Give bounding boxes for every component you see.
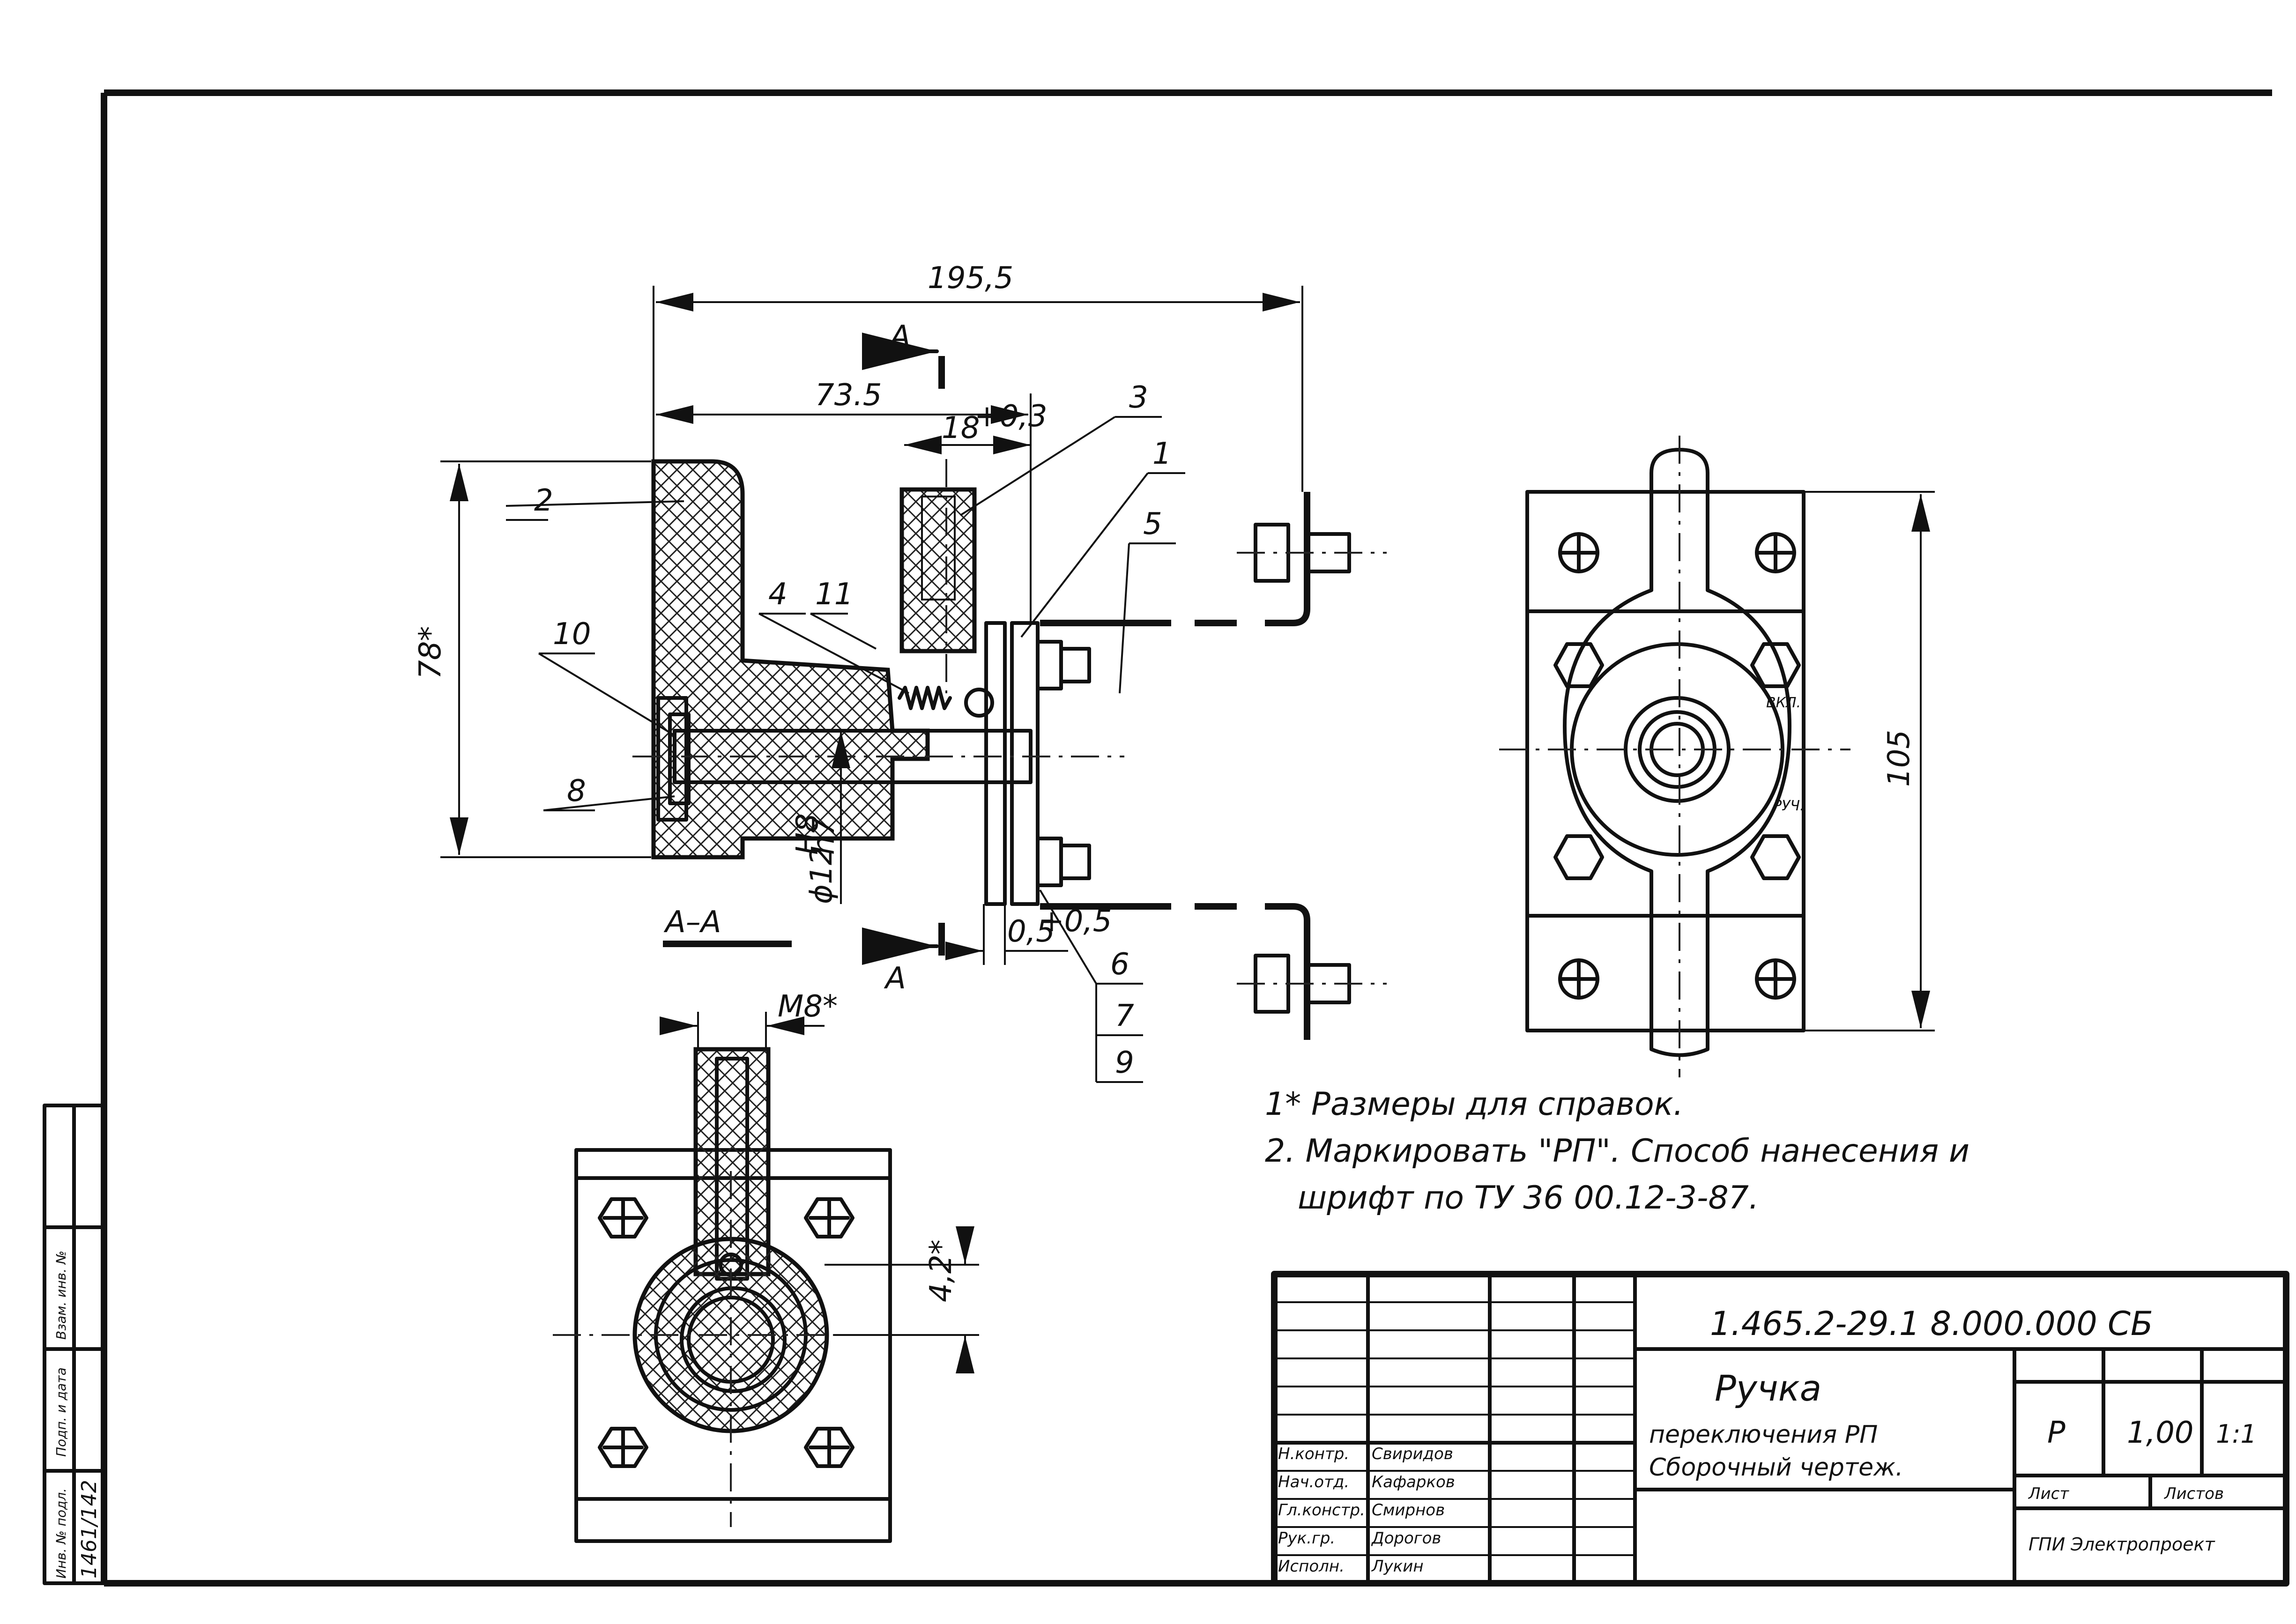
sheet-frame [101,89,2286,1587]
dim-plate-height: 105 [1882,730,1917,787]
front-lever [1563,448,1791,1057]
signature-2: Кафарков [1372,1473,1455,1491]
spring [898,686,952,710]
scale: 1:1 [2216,1419,2257,1449]
pos-6: 6 [1110,947,1129,982]
stamp-inventory-number: 1461/142 [77,1480,101,1579]
front-view: ВКЛ. РУЧ. 105 [1499,436,1935,1077]
mass: 1,00 [2127,1416,2194,1450]
signature-1: Свиридов [1372,1445,1453,1463]
dim-shaft-fit-upper: H8 [790,813,825,855]
sheets-label: Листов [2163,1484,2224,1503]
pos-4: 4 [768,577,788,612]
section-view: M8* 4,2* [553,989,979,1543]
stamp-label-replace: Взам. инв. № [53,1251,69,1340]
section-title: A–A [663,905,792,947]
pos-11: 11 [815,577,853,612]
pos-10: 10 [553,617,591,652]
dim-gap-tol: +0,5 [1039,904,1112,939]
title-line-2: переключения РП [1649,1421,1878,1449]
sheet-label: Лист [2028,1484,2069,1503]
document-number: 1.465.2-29.1 8.000.000 СБ [1710,1305,2153,1343]
stamp-label-inv: Инв. № подл. [53,1488,69,1579]
position-leaders: 2 10 8 4 11 3 1 5 6 7 9 [505,380,1185,1083]
signature-3: Смирнов [1372,1501,1445,1520]
note-1: 1* Размеры для справок. [1265,1086,1683,1123]
dim-height: 78* [413,626,448,679]
note-2: 2. Маркировать "РП". Способ нанесения и [1265,1133,1969,1170]
dim-seat-width: 18 [942,411,980,445]
role-2: Нач.отд. [1278,1473,1349,1491]
pos-8: 8 [567,774,586,808]
side-stamp: 1461/142 Инв. № подл. Подп. и дата Взам.… [43,1104,106,1585]
section-marker-top: A [888,319,911,354]
pos-3: 3 [1129,380,1148,415]
mounting-plate [1010,621,1040,906]
section-title-label: A–A [663,905,721,940]
label-switch-off: РУЧ. [1773,798,1804,814]
role-4: Рук.гр. [1278,1529,1335,1548]
main-view [632,459,1387,1040]
handle-knob [651,459,930,860]
dim-gap: 0,5 [1007,914,1055,949]
label-switch-on: ВКЛ. [1766,695,1801,711]
dim-shaft-fit-lower: h7 [807,816,841,855]
title-line-1: Ручка [1715,1367,1821,1409]
dim-overall-length: 195,5 [928,261,1013,296]
letter: Р [2047,1416,2066,1450]
stamp-label-sign: Подп. и дата [53,1367,69,1457]
signature-5: Лукин [1371,1557,1424,1576]
dim-seat-width-tol: +0,3 [974,399,1047,434]
dim-thread: M8* [778,989,838,1024]
pos-1: 1 [1152,437,1172,471]
title-line-3: Сборочный чертеж. [1649,1453,1903,1482]
pos-2: 2 [534,483,553,518]
panel-bottom [1040,903,1310,1040]
role-3: Гл.констр. [1278,1501,1365,1520]
pos-5: 5 [1143,507,1162,541]
role-5: Исполн. [1278,1557,1345,1576]
section-marker-bottom: A [884,961,906,996]
lever-stem [899,487,977,653]
dim-offset: 4,2* [924,1239,959,1302]
organization: ГПИ Электропроект [2029,1534,2215,1555]
title-block: 1.465.2-29.1 8.000.000 СБ Ручка переключ… [1271,1271,2289,1587]
role-1: Н.контр. [1278,1445,1349,1463]
notes: 1* Размеры для справок. 2. Маркировать "… [1265,1086,1969,1216]
panel-top [1040,492,1310,626]
main-dimensions: 195,5 73.5 18 +0,3 78* ϕ12 H8 h7 0,5 +0,… [413,261,1303,965]
note-3: шрифт по ТУ 36 00.12-3-87. [1298,1179,1759,1216]
section-markers: A A [862,319,945,996]
pos-9: 9 [1115,1046,1134,1080]
dim-handle-length: 73.5 [815,378,882,413]
pos-7: 7 [1115,999,1134,1033]
dim-shaft-fit: ϕ12 [804,846,839,904]
signature-4: Дорогов [1371,1529,1441,1548]
